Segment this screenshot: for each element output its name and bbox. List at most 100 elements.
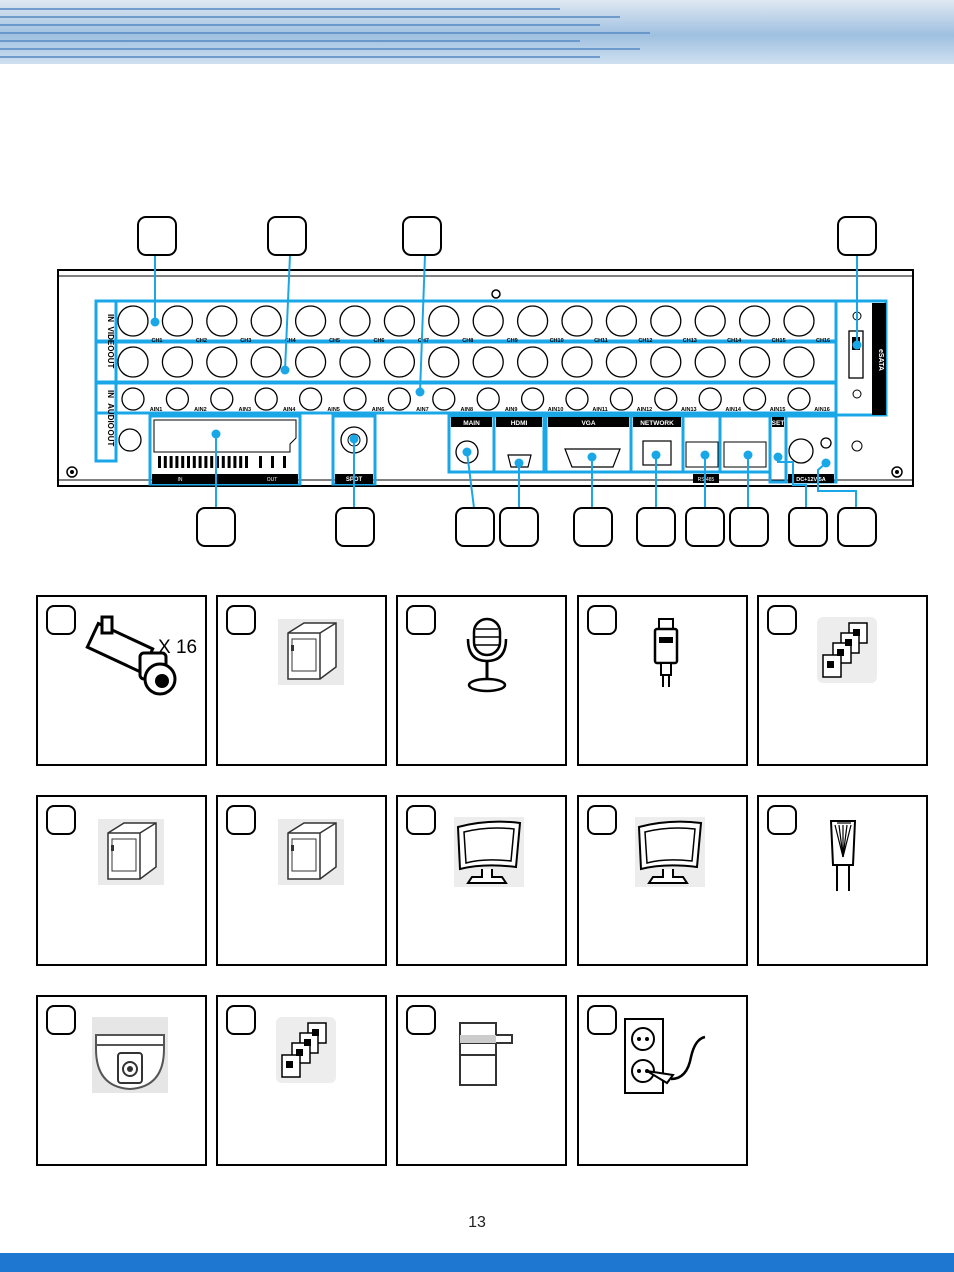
card-number-box xyxy=(406,605,436,635)
connection-card xyxy=(757,795,928,966)
alarm-pin xyxy=(239,456,243,468)
video-in-bnc xyxy=(294,305,327,337)
drive-bay-icon xyxy=(454,1019,514,1094)
audio-in-rca xyxy=(121,387,145,411)
channel-label: CH1 xyxy=(151,338,162,344)
audio-in-rca xyxy=(210,387,234,411)
card-number-box xyxy=(587,805,617,835)
alarm-terminal xyxy=(153,419,297,453)
alarm-in-label: IN xyxy=(178,477,183,483)
audio-input-label: AIN14 xyxy=(725,407,742,413)
leader xyxy=(466,451,475,509)
callout-box xyxy=(196,507,236,547)
video-out-bnc xyxy=(783,346,815,378)
connection-card xyxy=(216,595,387,766)
callout-box xyxy=(402,216,442,256)
card-number-box xyxy=(226,1005,256,1035)
video-out-label: OUT xyxy=(106,352,115,369)
screw xyxy=(491,289,501,299)
connection-card xyxy=(396,795,567,966)
rs485-label: RS 485 xyxy=(698,477,715,483)
connection-card xyxy=(36,795,207,966)
audio-input-label: AIN7 xyxy=(416,407,429,413)
card-number-box xyxy=(587,605,617,635)
audio-input-label: AIN6 xyxy=(372,407,385,413)
leader-dot xyxy=(773,452,783,462)
monitor-icon xyxy=(278,819,344,890)
leader-dot xyxy=(514,458,524,468)
audio-input-label: AIN9 xyxy=(505,407,518,413)
callout-box xyxy=(636,507,676,547)
alarm-out-label: OUT xyxy=(267,477,278,483)
leader-dot xyxy=(651,450,661,460)
audio-out-rca xyxy=(118,428,142,452)
channel-label: CH15 xyxy=(772,338,786,344)
video-in-bnc xyxy=(738,305,771,337)
video-in-bnc xyxy=(206,305,238,337)
audio-in-rca xyxy=(787,387,811,411)
set-label: SET xyxy=(772,420,785,427)
video-in-label: IN xyxy=(106,314,115,322)
audio-group-label: AUDIO xyxy=(106,403,115,429)
alarm-pin xyxy=(227,456,231,468)
video-in-bnc xyxy=(650,305,682,337)
leader xyxy=(284,254,291,371)
screw xyxy=(66,466,78,478)
video-in-bnc xyxy=(161,305,194,337)
leader-dot xyxy=(587,452,597,462)
audio-in-rca xyxy=(343,387,367,411)
port-label-bar xyxy=(772,417,784,427)
video-in-bnc xyxy=(117,305,149,337)
alarm-pin xyxy=(283,456,286,468)
video-out-bnc xyxy=(250,346,282,378)
video-out-bnc xyxy=(339,346,371,378)
video-in-bnc xyxy=(605,305,638,337)
video-group-label: VIDEO xyxy=(106,327,115,352)
leader-dot xyxy=(700,450,710,460)
channel-label: CH5 xyxy=(329,338,340,344)
alarm-pin xyxy=(158,456,161,468)
screw xyxy=(891,466,903,478)
callout-box xyxy=(267,216,307,256)
callout-box xyxy=(499,507,539,547)
camera-icon xyxy=(82,615,202,710)
video-in-bnc xyxy=(472,305,504,337)
network-label: NETWORK xyxy=(640,420,674,427)
audio-input-label: AIN4 xyxy=(283,407,296,413)
callout-box xyxy=(837,216,877,256)
video-in-bnc xyxy=(694,305,726,337)
leader-dot xyxy=(280,365,290,375)
lcd-monitor-icon xyxy=(454,817,524,892)
video-out-bnc xyxy=(428,346,460,378)
screw xyxy=(895,470,899,474)
channel-label: CH4 xyxy=(285,338,297,344)
audio-in-rca xyxy=(254,387,278,411)
alarm-pin xyxy=(221,456,225,468)
callout-box xyxy=(573,507,613,547)
monitor-icon xyxy=(278,619,344,690)
alarm-pin xyxy=(163,456,167,468)
alarm-label-bar xyxy=(152,474,298,484)
audio-in-rca xyxy=(387,387,412,411)
callout-box xyxy=(335,507,375,547)
leader-dot xyxy=(821,458,831,468)
esata-label: eSATA xyxy=(877,349,884,371)
network-cable-icon xyxy=(825,817,861,898)
connection-card xyxy=(577,795,748,966)
hdmi-label: HDMI xyxy=(511,420,528,427)
port-label-bar xyxy=(496,417,542,427)
audio-input-label: AIN12 xyxy=(637,407,653,413)
alarm-pin xyxy=(181,456,185,468)
callout-box xyxy=(837,507,877,547)
audio-input-label: AIN13 xyxy=(681,407,697,413)
video-out-bnc xyxy=(206,346,238,378)
rear-panel-diagram: INVIDEOOUTINAUDIOOUTCH1AIN1CH2AIN2CH3AIN… xyxy=(57,254,914,509)
callout-box xyxy=(729,507,769,547)
video-in-bnc xyxy=(339,305,371,337)
side-label-group xyxy=(94,299,118,463)
sensor-array-icon xyxy=(276,1017,336,1088)
video-out-bnc xyxy=(117,346,149,378)
alarm-pin xyxy=(210,456,214,468)
leader-dot xyxy=(349,434,359,444)
card-number-box xyxy=(46,1005,76,1035)
